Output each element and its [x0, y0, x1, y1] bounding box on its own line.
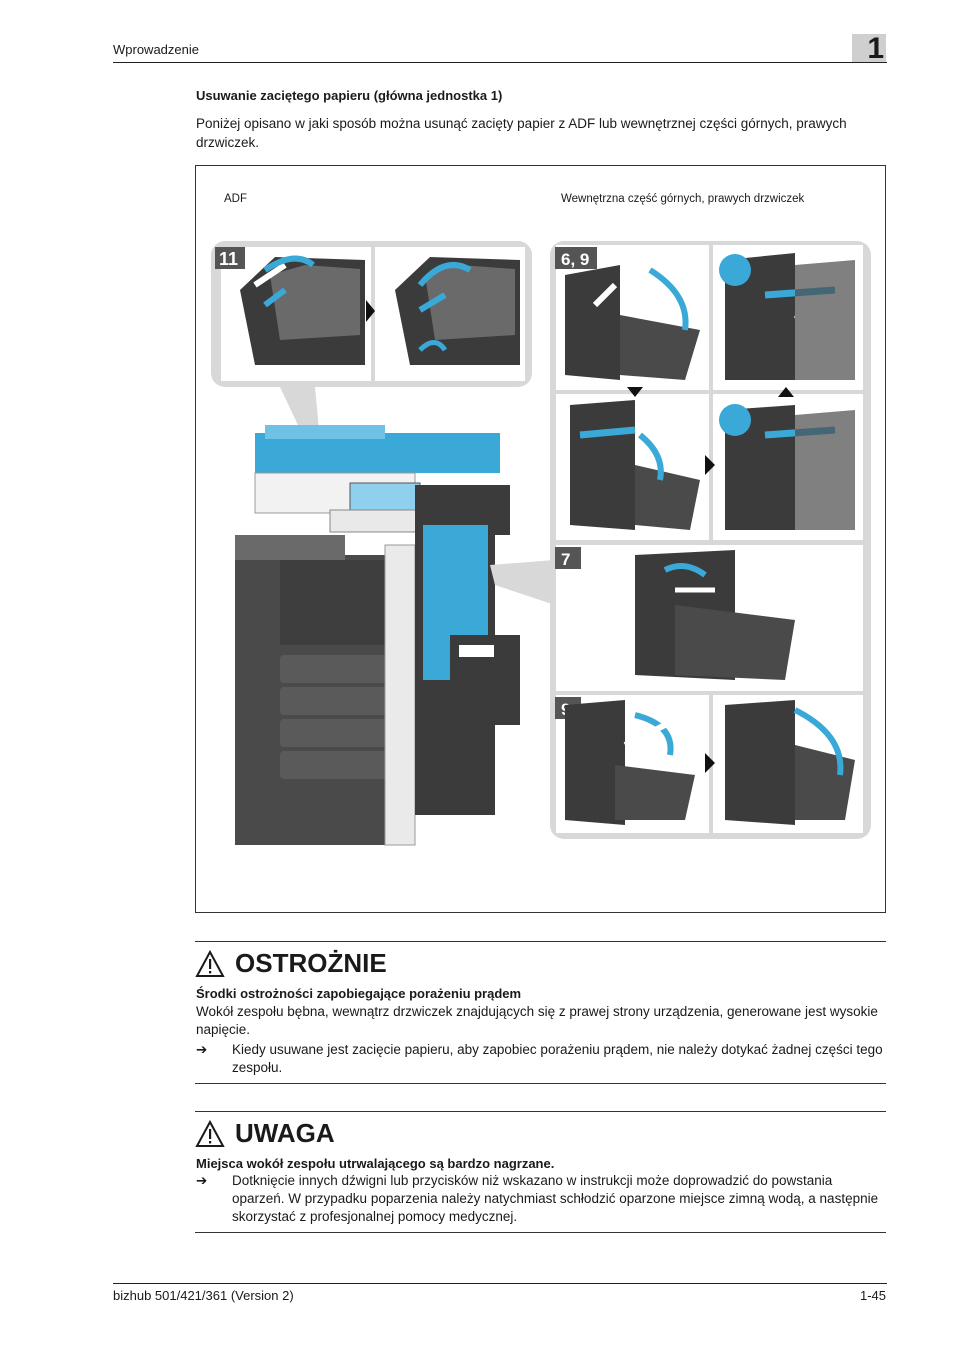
notice-bullet-text: Dotknięcie innych dźwigni lub przycisków…	[232, 1173, 879, 1224]
door-step-panels: 6, 9 7 9	[550, 241, 871, 839]
arrow-bullet-icon: ➔	[196, 1042, 208, 1057]
arrow-bullet-icon: ➔	[196, 1173, 208, 1188]
pull-arrow-icon	[263, 255, 315, 273]
notice-top-rule	[195, 1111, 886, 1112]
adf-step-panel: 11	[211, 241, 532, 387]
copier-device	[235, 425, 520, 846]
figure-label-door: Wewnętrzna część górnych, prawych drzwic…	[561, 193, 805, 205]
chapter-number: 1	[852, 34, 886, 64]
step-7-number: 7	[561, 550, 570, 569]
notice-bullet: ➔ Dotknięcie innych dźwigni lub przycisk…	[196, 1172, 888, 1226]
caution-bullet: ➔ Kiedy usuwane jest zacięcie papieru, a…	[196, 1041, 888, 1077]
warning-triangle-icon	[195, 1119, 225, 1147]
arrow-right-icon	[366, 300, 375, 322]
running-header: Wprowadzenie	[113, 42, 199, 57]
footer-divider	[113, 1283, 887, 1284]
paper-jam-illustration: 11	[211, 241, 871, 846]
page-number: 1-45	[859, 1288, 886, 1303]
intro-paragraph: Poniżej opisano w jaki sposób można usun…	[196, 116, 847, 150]
caution-heading: OSTROŻNIE	[195, 948, 387, 979]
adf-step-number: 11	[219, 249, 238, 269]
adf-unit	[255, 433, 500, 473]
notice-heading: UWAGA	[195, 1118, 335, 1149]
figure-frame	[195, 165, 886, 913]
step-6-9-number: 6, 9	[561, 250, 589, 269]
caution-bottom-rule	[195, 1083, 886, 1084]
figure-label-adf: ADF	[224, 193, 247, 205]
notice-subtitle: Miejsca wokół zespołu utrwalającego są b…	[196, 1156, 555, 1171]
caution-bullet-text: Kiedy usuwane jest zacięcie papieru, aby…	[232, 1042, 883, 1075]
caution-subtitle: Środki ostrożności zapobiegające porażen…	[196, 986, 522, 1001]
warning-triangle-icon	[195, 949, 225, 977]
section-title: Usuwanie zaciętego papieru (główna jedno…	[196, 88, 503, 103]
caution-title: OSTROŻNIE	[235, 948, 387, 978]
notice-title: UWAGA	[235, 1118, 335, 1148]
caution-top-rule	[195, 941, 886, 942]
header-divider	[113, 62, 887, 63]
footer-model: bizhub 501/421/361 (Version 2)	[113, 1288, 294, 1303]
notice-bottom-rule	[195, 1232, 886, 1233]
caution-text: Wokół zespołu bębna, wewnątrz drzwiczek …	[196, 1004, 878, 1037]
